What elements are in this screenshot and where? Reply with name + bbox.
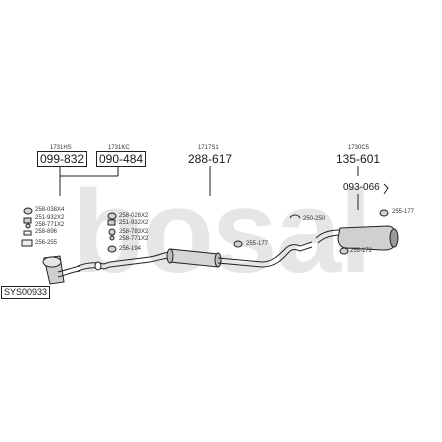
mid-part-icons [107,212,117,253]
part-label-255-177a: 255-177 [246,241,269,247]
svg-text:bosal: bosal [72,166,370,298]
clamp-icon [23,207,33,215]
rear-muffler-assembly [315,225,399,251]
part-number-093-066[interactable]: 093-066 [343,182,380,193]
left-part-icons [21,207,33,247]
left-part-label: 258-771X2 [35,222,65,228]
hanger-icon [379,209,389,217]
bracket-icon [383,183,389,195]
group-number-1[interactable]: 099-832 [37,151,88,167]
gasket-icon [107,219,116,226]
middle-pipe [109,241,313,268]
flange-icon [21,239,33,247]
gasket-icon [23,217,32,224]
left-part-label: 258-038X4 [35,207,65,213]
bolt-icon [25,223,31,229]
other-part-icons [233,183,389,255]
callout-lines [59,166,359,210]
part-label-250-250: 250-250 [303,216,326,222]
group-number-2[interactable]: 090-484 [96,151,147,167]
clamp-icon [289,214,301,219]
mid-part-label: 258-026X2 [119,213,149,219]
hanger-icon [233,240,243,248]
system-code-badge: SYS00933 [1,286,51,299]
left-part-label: 258-896 [35,229,58,235]
group-code-2: 1731KC [108,145,130,151]
group-code-4: 1730C5 [348,145,370,151]
mid-part-label: 258-783X2 [119,229,149,235]
clamp-icon [107,212,117,220]
group-number-3[interactable]: 288-617 [188,152,233,166]
catalytic-converter [42,255,81,285]
mid-part-label: 258-771X2 [119,236,149,242]
part-label-255-172: 255-172 [350,248,373,254]
nut-icon [108,228,116,236]
hanger-icon [339,247,349,255]
mid-part-label: 256-194 [119,246,142,252]
group-code-3: 1717S1 [198,145,219,151]
bolt-icon [109,235,115,241]
front-pipe [77,261,111,272]
part-label-255-177b: 255-177 [392,209,415,215]
center-muffler [169,248,219,268]
left-part-label: 256-255 [35,240,58,246]
spring-icon [23,230,32,236]
left-part-label: 251-932X2 [35,215,65,221]
group-code-1: 1731HS [50,145,72,151]
hanger-icon [107,245,117,253]
rear-muffler [337,225,397,251]
group-number-4[interactable]: 135-601 [336,152,381,166]
mid-part-label: 251-932X2 [119,220,149,226]
